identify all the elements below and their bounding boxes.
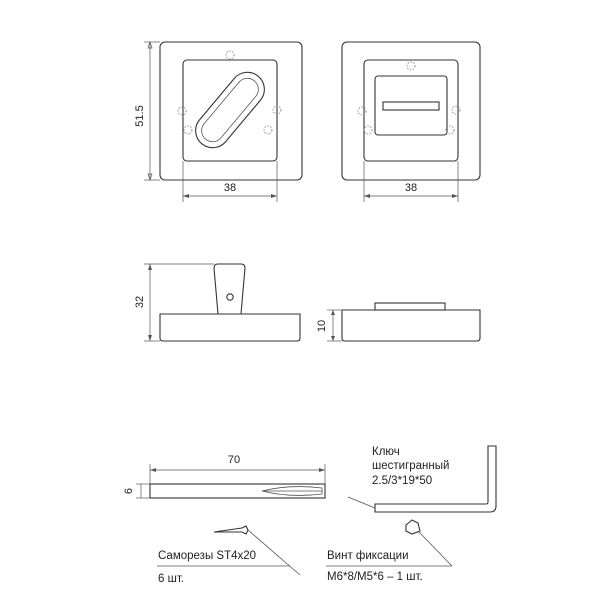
screw-hole-left-low (363, 125, 373, 135)
dim-label-70: 70 (228, 454, 240, 466)
dim-label-38-right: 38 (405, 182, 417, 194)
hex-key-label-3: 2.5/3*19*50 (372, 475, 432, 487)
knob-front-view (159, 41, 303, 181)
hex-key-shape (374, 445, 497, 513)
hex-key (347, 445, 497, 513)
rosette-inner (363, 59, 459, 162)
screw-hole-right-low (263, 125, 273, 135)
dim-height-top: 51.5 (134, 40, 160, 182)
indicator-top (374, 302, 446, 311)
dim-label-32: 32 (134, 296, 146, 308)
spindle-bar (149, 483, 326, 499)
indicator-bar (382, 101, 440, 111)
dim-label-10: 10 (316, 320, 328, 332)
indicator-plate (374, 75, 448, 136)
set-screw-body (405, 519, 421, 535)
bar-body (149, 483, 326, 499)
screws-label: Саморезы ST4x20 (158, 550, 256, 562)
screw-hole-right-low (445, 125, 455, 135)
rosette-outer (341, 41, 481, 181)
indicator-front-view (341, 41, 481, 181)
screws-count-label: 6 шт. (158, 573, 184, 585)
screw-body (213, 525, 249, 535)
dim-width-right: 38 (363, 161, 459, 202)
rosette-outer (159, 41, 303, 181)
set-screw (326, 519, 453, 567)
dim-thickness-bar: 6 (123, 483, 150, 499)
rosette-side (159, 313, 301, 342)
dim-label-51-5: 51.5 (134, 105, 146, 126)
dim-height-side: 32 (134, 263, 214, 342)
dim-thickness-side: 10 (316, 309, 342, 342)
hex-key-label-2: шестигранный (372, 460, 449, 472)
turn-slot (195, 71, 265, 149)
knob-side-view (159, 263, 301, 342)
set-screw-spec-label: M6*8/M5*6 – 1 шт. (327, 571, 423, 583)
set-screw-label: Винт фиксации (327, 550, 409, 562)
dim-label-38-left: 38 (224, 182, 236, 194)
screw-hole-left-low (183, 125, 193, 135)
dim-width-left: 38 (182, 161, 278, 202)
screw-hole-top (406, 61, 416, 71)
screw-hole-left (177, 106, 187, 116)
screw (157, 525, 301, 576)
screw-hole-left (357, 106, 367, 116)
rosette-inner (182, 59, 278, 162)
dim-length-bar: 70 (149, 454, 326, 484)
screw-hole-top (225, 50, 235, 60)
indicator-side-view (341, 302, 481, 342)
dim-label-6: 6 (123, 488, 135, 494)
set-screw-hole (226, 293, 234, 301)
rosette-side (341, 309, 481, 342)
knob-stem (213, 263, 246, 315)
hex-key-label-1: Ключ (372, 446, 400, 458)
screw-hole-right (272, 105, 282, 115)
screw-hole-right (451, 105, 461, 115)
